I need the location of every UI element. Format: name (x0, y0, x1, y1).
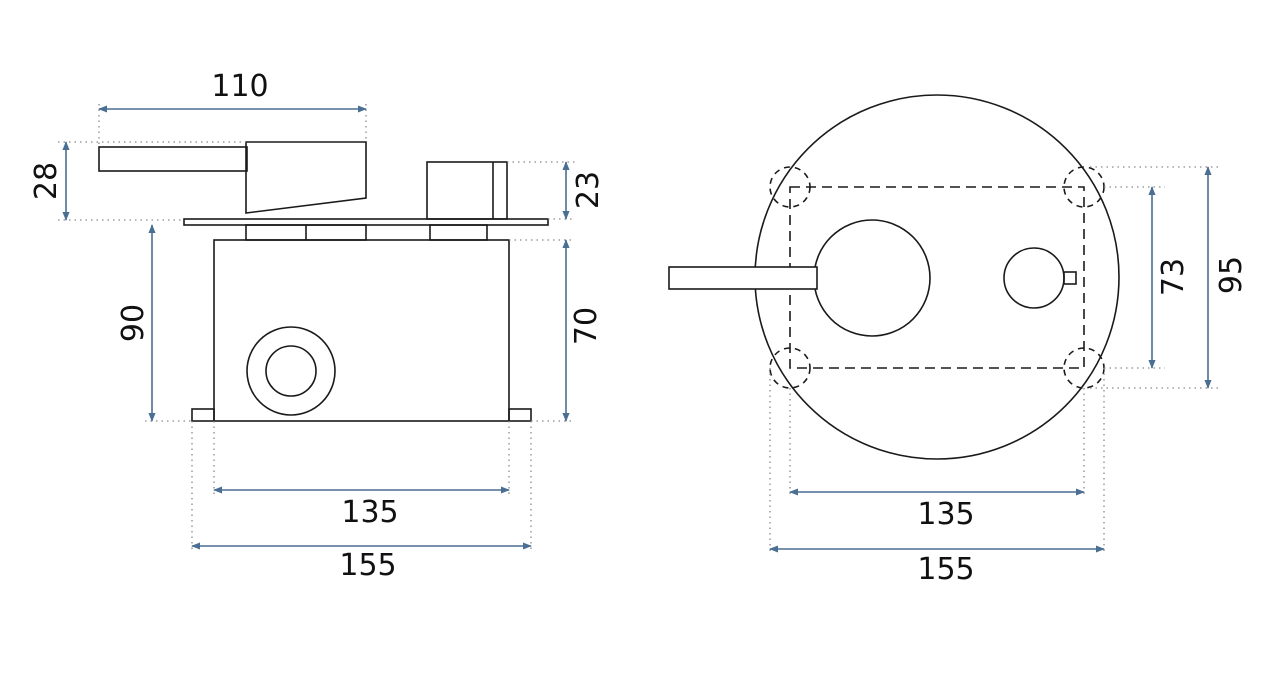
front-lever-handle (668, 266, 818, 290)
front-hidden-foot-bl (769, 347, 811, 389)
side-lever-handle (98, 146, 248, 172)
front-diverter-tab (1063, 271, 1077, 285)
front-hidden-body (789, 186, 1085, 369)
side-foot-right (508, 408, 532, 422)
side-dim-155-label: 155 (339, 548, 396, 583)
front-dim-155-label: 155 (917, 552, 974, 587)
side-view (98, 141, 549, 422)
front-diverter-knob (1003, 247, 1065, 309)
side-connector-inner (265, 345, 317, 397)
front-dimension-arrows (769, 166, 1212, 553)
side-body-box (213, 239, 510, 422)
side-knob (426, 161, 508, 220)
front-hidden-foot-tl (769, 166, 811, 208)
side-collar-right (429, 224, 488, 241)
side-foot-left (191, 408, 215, 422)
side-dim-70-label: 70 (569, 307, 604, 345)
side-dim-90-label: 90 (116, 304, 151, 342)
front-lever-knob (813, 219, 931, 337)
side-dimension-arrows (62, 105, 570, 550)
side-dim-28-label: 28 (29, 162, 64, 200)
front-dim-95-label: 95 (1214, 256, 1249, 294)
front-dim-135-label: 135 (917, 497, 974, 532)
side-dim-110-label: 110 (211, 69, 268, 104)
side-cover-plate (183, 218, 549, 226)
side-dim-23-label: 23 (571, 171, 606, 209)
front-view (754, 94, 1120, 460)
side-connector-outer (246, 326, 336, 416)
side-dim-135-label: 135 (341, 495, 398, 530)
front-dim-73-label: 73 (1156, 258, 1191, 296)
side-lever-body (245, 141, 367, 214)
front-extension-lines (769, 166, 1218, 552)
